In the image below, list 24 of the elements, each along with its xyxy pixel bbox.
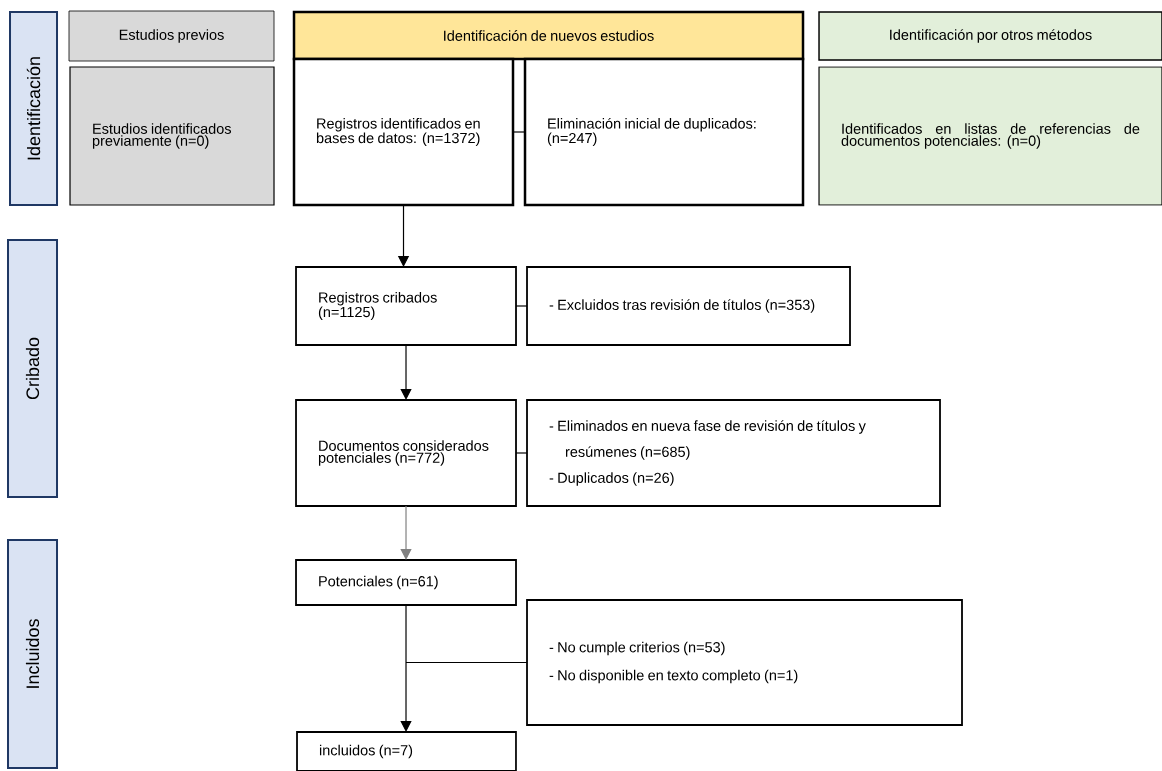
exclusion-box: - Excluidos tras revisión de títulos (n=353) — [526, 266, 851, 346]
phase-band: Incluidos — [7, 539, 58, 769]
process-box: Identificados en listas de referencias de documentos potenciales: (n=0) — [818, 66, 1162, 206]
exclusion-box: - No cumple criterios (n=53) - No disponible en texto completo (n=1) — [526, 599, 963, 726]
process-box: Documentos considerados potenciales (n=772) — [295, 399, 517, 507]
process-box: Registros cribados (n=1125) — [295, 266, 517, 346]
process-box: Estudios identificados previamente (n=0) — [69, 66, 275, 206]
column-header: Estudios previos — [68, 10, 275, 62]
connector-line — [512, 131, 526, 133]
process-box: Registros identificados en bases de datos: (n=1372) — [292, 57, 515, 207]
column-header: Identificación de nuevos estudios — [292, 10, 805, 61]
exclusion-box: Eliminación inicial de duplicados: (n=247) — [523, 57, 805, 207]
exclusion-box: - Eliminados en nueva fase de revisión de títulos y resúmenes (n=685) - Duplicados (n=26) — [526, 399, 941, 507]
arrow — [400, 344, 412, 400]
phase-band: Identificación — [9, 11, 58, 206]
connector-line — [515, 305, 528, 307]
column-header: Identificación por otros métodos — [818, 11, 1162, 61]
process-box: incluidos (n=7) — [296, 731, 517, 771]
connector-line — [515, 452, 528, 454]
process-box: Potenciales (n=61) — [295, 559, 517, 606]
phase-band: Cribado — [7, 239, 58, 498]
connector-line — [405, 661, 528, 664]
arrow — [400, 505, 412, 560]
arrow — [400, 604, 412, 732]
